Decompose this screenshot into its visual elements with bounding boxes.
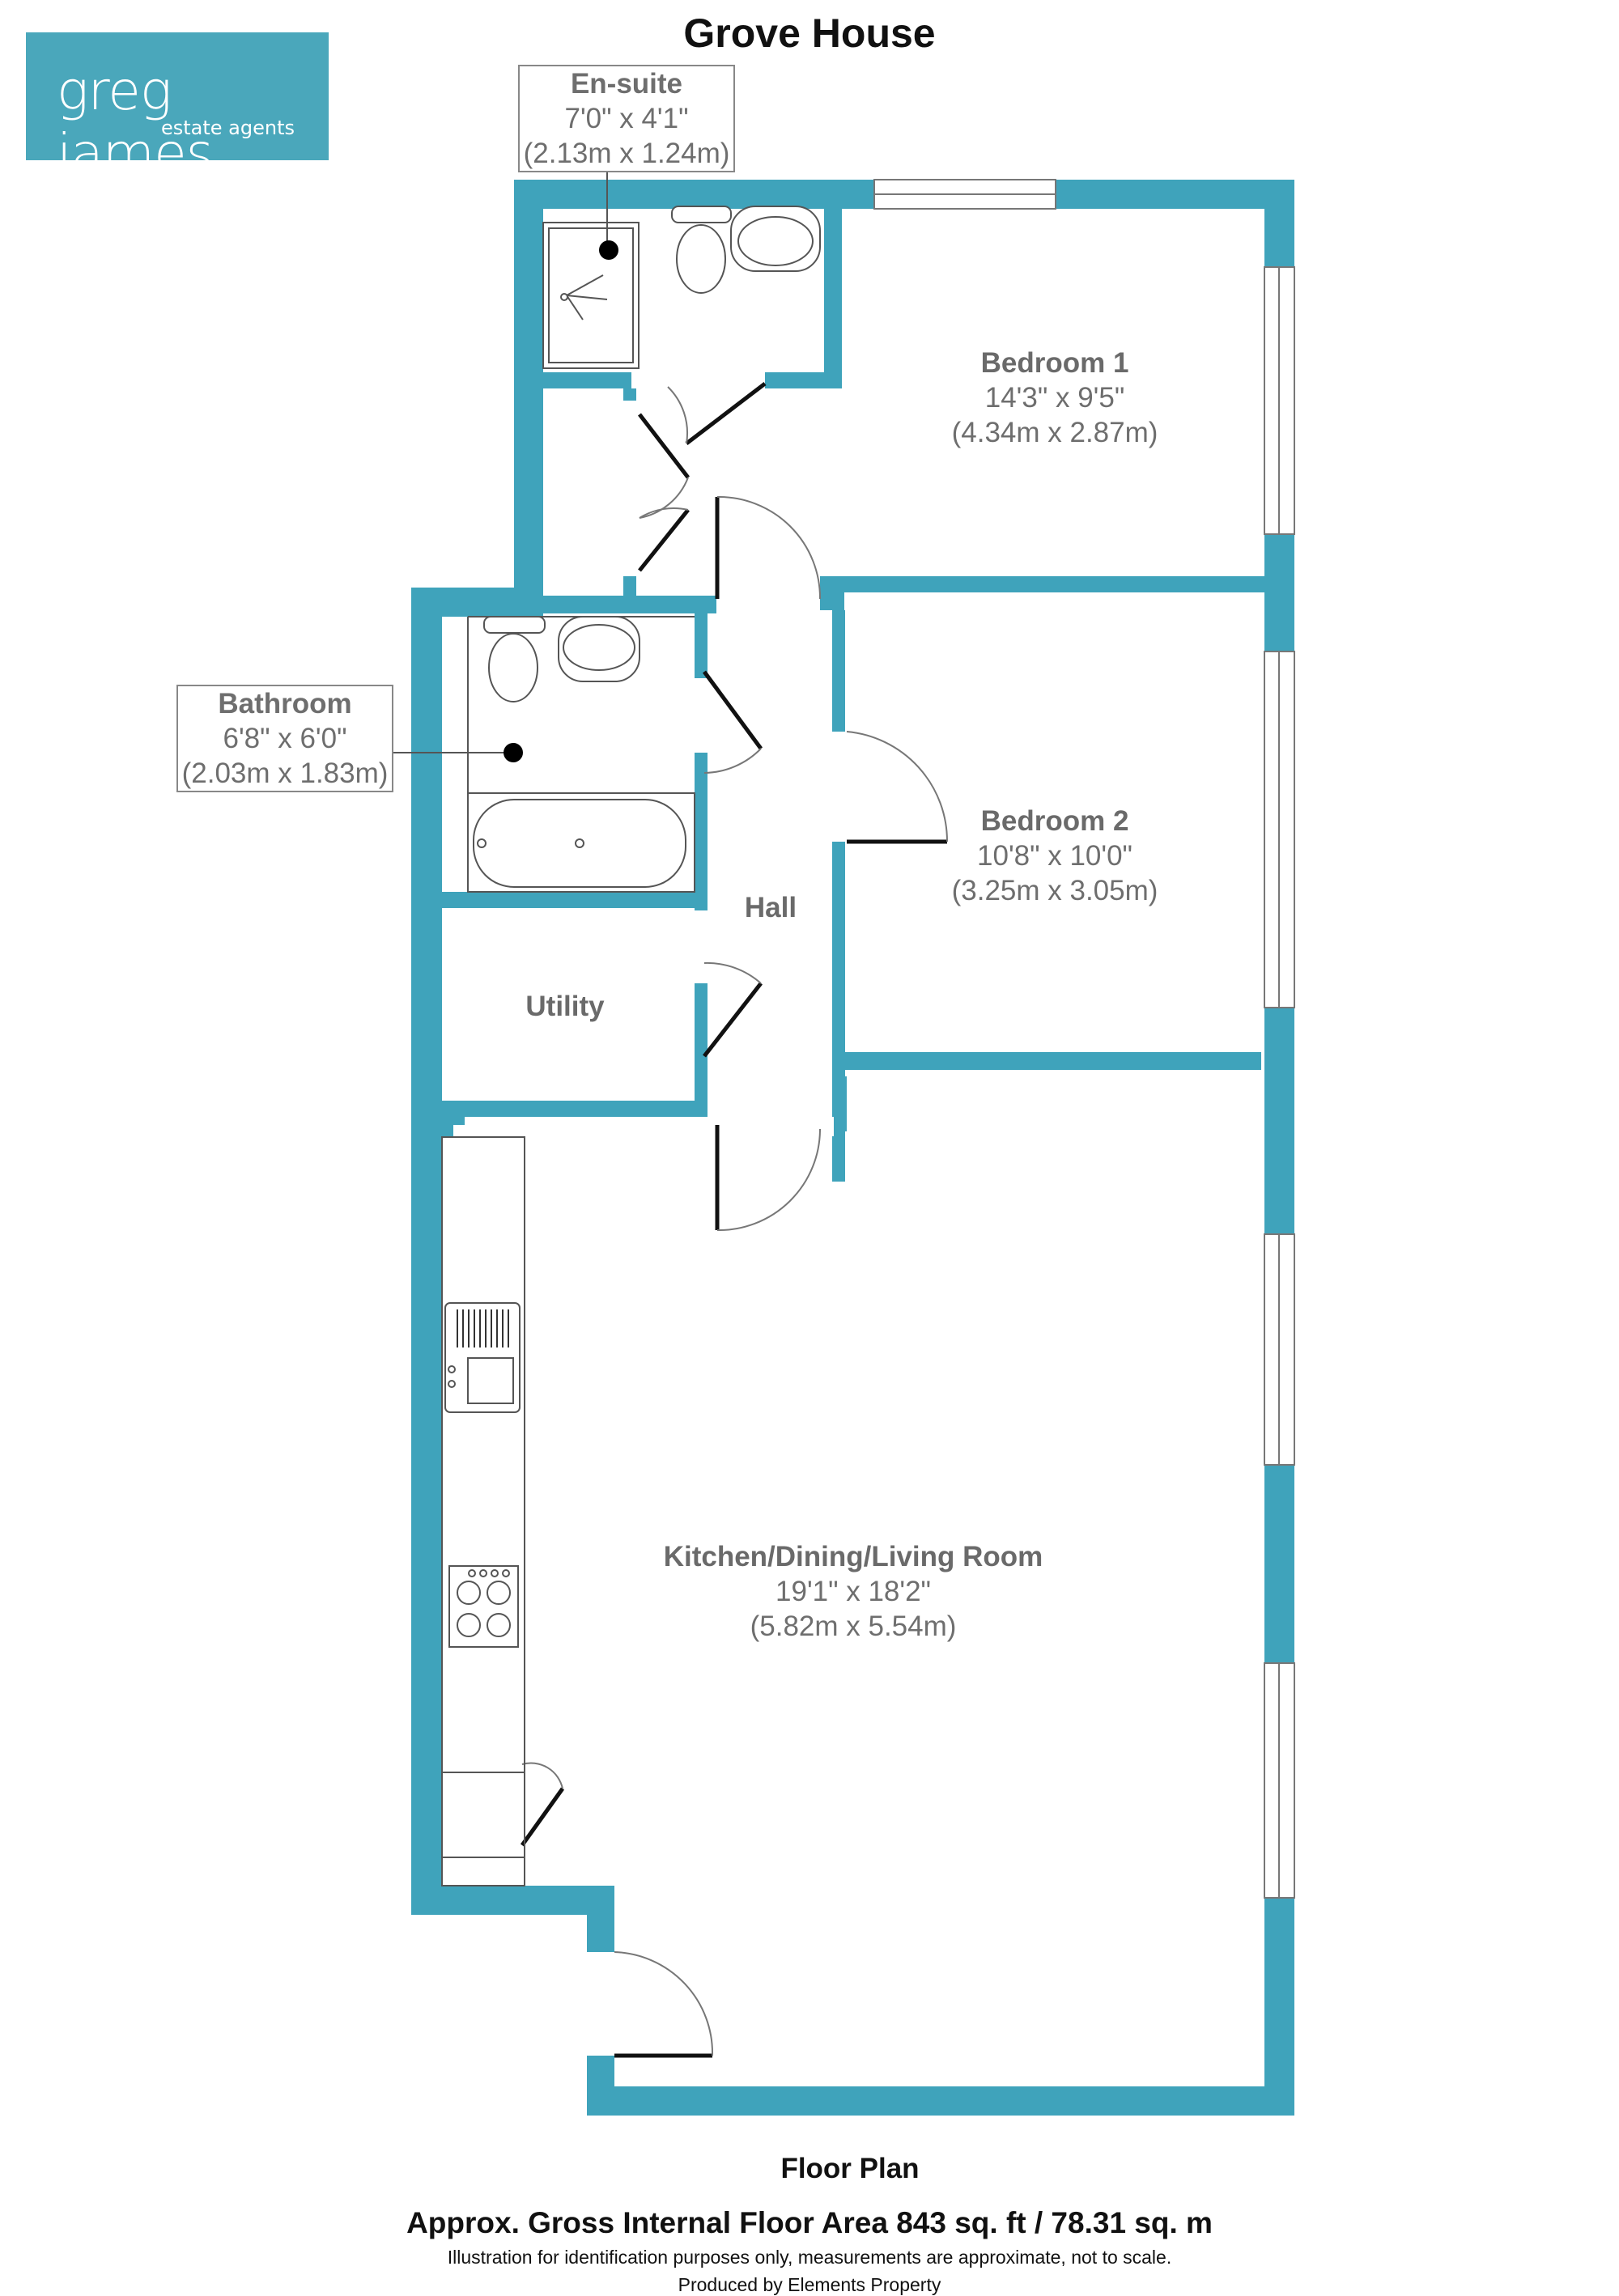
bedroom1-label: Bedroom 1 14'3" x 9'5" (4.34m x 2.87m)	[952, 346, 1158, 450]
bedroom2-name: Bedroom 2	[980, 805, 1129, 837]
bedroom2-label: Bedroom 2 10'8" x 10'0" (3.25m x 3.05m)	[952, 804, 1158, 908]
bedroom2-metric: (3.25m x 3.05m)	[951, 875, 1158, 906]
disclaimer: Illustration for identification purposes…	[447, 2247, 1172, 2268]
bedroom1-imperial: 14'3" x 9'5"	[984, 382, 1125, 414]
bathroom-name: Bathroom	[218, 688, 352, 719]
produced-by: Produced by Elements Property	[678, 2274, 941, 2295]
fixtures	[441, 206, 821, 1886]
bathroom-metric: (2.03m x 1.83m)	[181, 758, 389, 789]
ensuite-name: En-suite	[570, 68, 683, 100]
kitchen-label: Kitchen/Dining/Living Room 19'1" x 18'2"…	[664, 1539, 1043, 1644]
bathroom-imperial: 6'8" x 6'0"	[223, 723, 347, 754]
walls	[411, 180, 1294, 2116]
utility-name: Utility	[525, 991, 605, 1022]
floor-area: Approx. Gross Internal Floor Area 843 sq…	[406, 2206, 1213, 2239]
callout-pointers	[390, 138, 618, 762]
ensuite-metric: (2.13m x 1.24m)	[523, 138, 730, 169]
bedroom2-imperial: 10'8" x 10'0"	[977, 840, 1132, 872]
hall-label: Hall	[745, 890, 797, 925]
kitchen-imperial: 19'1" x 18'2"	[776, 1576, 931, 1607]
logo-tagline: estate agents	[160, 117, 295, 139]
windows	[873, 179, 1295, 1899]
floor-plan-label: Floor Plan	[780, 2153, 920, 2184]
bedroom1-metric: (4.34m x 2.87m)	[951, 417, 1158, 448]
page-title: Grove House	[683, 11, 936, 56]
ensuite-imperial: 7'0" x 4'1"	[564, 103, 689, 134]
kitchen-metric: (5.82m x 5.54m)	[750, 1611, 957, 1642]
bathroom-callout: Bathroom 6'8" x 6'0" (2.03m x 1.83m)	[176, 685, 393, 792]
utility-label: Utility	[525, 989, 604, 1024]
doors	[520, 372, 949, 2058]
agent-logo: greg james estate agents	[26, 32, 329, 185]
logo-name: greg james	[57, 60, 214, 185]
bedroom1-name: Bedroom 1	[980, 347, 1129, 379]
ensuite-callout: En-suite 7'0" x 4'1" (2.13m x 1.24m)	[518, 65, 735, 172]
hall-name: Hall	[744, 892, 797, 923]
kitchen-name: Kitchen/Dining/Living Room	[663, 1541, 1043, 1572]
